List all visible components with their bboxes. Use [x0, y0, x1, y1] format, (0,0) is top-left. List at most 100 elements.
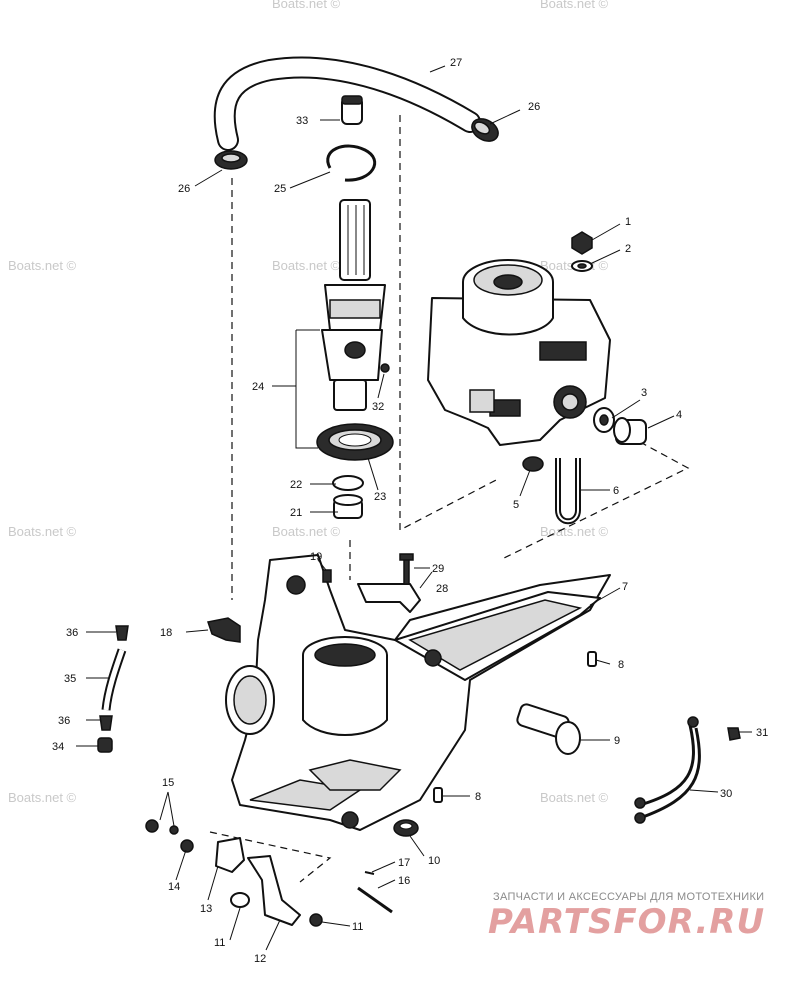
watermark: Boats.net © — [540, 524, 609, 539]
bracket — [357, 583, 421, 613]
screw — [145, 819, 159, 833]
callout-1: 1 — [625, 216, 631, 228]
cotter-pin — [364, 871, 375, 875]
callout-15: 15 — [162, 777, 174, 789]
callout-9: 9 — [614, 735, 620, 747]
callout-17: 17 — [398, 857, 410, 869]
hose-clamp-inner — [473, 121, 491, 135]
bell-housing — [225, 554, 611, 831]
bushing — [309, 913, 323, 927]
screw — [403, 557, 410, 585]
washer-hole — [599, 414, 609, 426]
fitting — [322, 569, 332, 583]
hose-fitting — [115, 625, 129, 641]
callout-12: 12 — [254, 953, 266, 965]
watermark: Boats.net © — [8, 524, 77, 539]
callout-11: 11 — [352, 921, 363, 933]
watermark: Boats.net © — [8, 790, 77, 805]
nut — [571, 231, 593, 255]
callout-19: 19 — [310, 551, 322, 563]
callout-24: 24 — [252, 381, 264, 393]
callout-3: 3 — [641, 387, 647, 399]
callout-29: 29 — [432, 563, 444, 575]
assembly-line — [399, 115, 501, 531]
callout-26: 26 — [178, 183, 190, 195]
pivot-pin-head — [613, 417, 631, 443]
callout-8: 8 — [618, 659, 624, 671]
shift-arm — [247, 855, 301, 926]
ground-strap — [639, 727, 701, 820]
strap-terminal — [687, 716, 699, 728]
bearing-bore — [338, 433, 372, 447]
watermark: Boats.net © — [540, 0, 609, 11]
callout-31: 31 — [756, 727, 768, 739]
callout-25: 25 — [274, 183, 286, 195]
u-bolt-inner — [557, 458, 579, 523]
callout-35: 35 — [64, 673, 76, 685]
callout-22: 22 — [290, 479, 302, 491]
callout-11: 11 — [214, 937, 225, 949]
callout-21: 21 — [290, 507, 302, 519]
callout-16: 16 — [398, 875, 410, 887]
dowel-pin — [587, 651, 597, 667]
watermark: Boats.net © — [272, 524, 341, 539]
callout-26: 26 — [528, 101, 540, 113]
o-ring — [332, 475, 364, 491]
callout-labels: 1 2 3 4 5 6 7 8 8 9 10 11 11 12 13 14 15… — [52, 57, 768, 965]
watermark: Boats.net © — [272, 0, 341, 11]
callout-32: 32 — [372, 401, 384, 413]
callout-10: 10 — [428, 855, 440, 867]
u-joint-assembly — [321, 199, 386, 411]
callout-28: 28 — [436, 583, 448, 595]
watermark: Boats.net © — [540, 790, 609, 805]
callout-34: 34 — [52, 741, 64, 753]
hose-fitting — [99, 715, 113, 731]
hose-inner — [103, 649, 125, 711]
pivot-shaft-head — [555, 721, 581, 755]
leader-lines — [76, 65, 752, 951]
strap-terminal — [634, 797, 646, 809]
shaft-cap-top — [341, 95, 363, 105]
callout-36: 36 — [58, 715, 70, 727]
callout-8: 8 — [475, 791, 481, 803]
pin — [357, 886, 393, 914]
callout-36: 36 — [66, 627, 78, 639]
bracket — [215, 837, 245, 873]
fitting — [97, 737, 113, 753]
callout-23: 23 — [374, 491, 386, 503]
callout-18: 18 — [160, 627, 172, 639]
assembly-lines — [209, 115, 690, 883]
bushing-hole — [399, 822, 413, 830]
callout-5: 5 — [513, 499, 519, 511]
gimbal-housing — [427, 259, 611, 446]
u-bolt — [555, 458, 581, 525]
callout-4: 4 — [676, 409, 682, 421]
washer — [169, 825, 179, 835]
screw-head — [399, 553, 414, 561]
strap-terminal — [634, 812, 646, 824]
callout-33: 33 — [296, 115, 308, 127]
callout-6: 6 — [613, 485, 619, 497]
brand-logo: PARTSFOR.RU — [488, 902, 766, 942]
ground-strap — [639, 724, 695, 807]
dowel-pin — [433, 787, 443, 803]
washer-hole — [577, 263, 587, 269]
callout-13: 13 — [200, 903, 212, 915]
assembly-line — [499, 441, 690, 561]
watermark: Boats.net © — [8, 258, 77, 273]
watermarks: Boats.net © Boats.net © Boats.net © Boat… — [8, 0, 609, 805]
elbow-fitting — [207, 617, 241, 643]
water-hose-inner — [215, 58, 479, 149]
grease-fitting — [380, 363, 390, 373]
washer — [522, 456, 544, 472]
assembly-line — [209, 831, 332, 883]
brand-caption: ЗАПЧАСТИ И АКСЕССУАРЫ ДЛЯ МОТОТЕХНИКИ — [493, 891, 765, 903]
screw — [727, 727, 741, 741]
callout-2: 2 — [625, 243, 631, 255]
bushing-top — [333, 494, 363, 506]
hose-clamp-inner — [221, 153, 241, 163]
callout-27: 27 — [450, 57, 462, 69]
bushing — [230, 892, 250, 908]
